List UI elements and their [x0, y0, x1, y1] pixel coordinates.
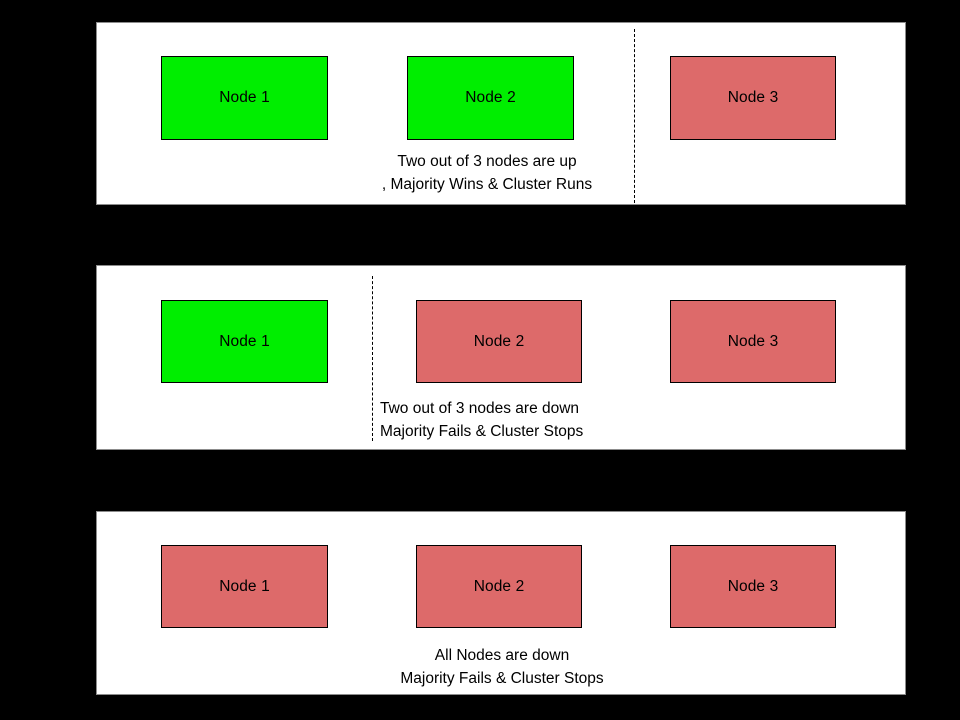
- caption-line-2: , Majority Wins & Cluster Runs: [381, 176, 593, 193]
- caption-line-1: Two out of 3 nodes are up: [397, 153, 577, 170]
- caption-line-1: Two out of 3 nodes are down: [380, 400, 580, 417]
- scenario-panel-two-down: Node 1 Node 2 Node 3 Two out of 3 nodes …: [96, 265, 906, 450]
- node-box-1[interactable]: Node 1: [161, 545, 328, 628]
- caption-line-2: Majority Fails & Cluster Stops: [400, 670, 604, 687]
- node-box-3[interactable]: Node 3: [670, 300, 836, 383]
- panel-caption: All Nodes are down Majority Fails & Clus…: [97, 644, 907, 690]
- panel-caption: Two out of 3 nodes are up , Majority Win…: [97, 150, 907, 196]
- caption-line-2: Majority Fails & Cluster Stops: [380, 423, 584, 440]
- quorum-divider-line: [634, 29, 635, 203]
- node-box-2[interactable]: Node 2: [416, 545, 582, 628]
- node-box-3[interactable]: Node 3: [670, 545, 836, 628]
- quorum-divider-line: [372, 276, 373, 441]
- scenario-panel-two-up: Node 1 Node 2 Node 3 Two out of 3 nodes …: [96, 22, 906, 205]
- node-box-1[interactable]: Node 1: [161, 300, 328, 383]
- node-box-1[interactable]: Node 1: [161, 56, 328, 140]
- node-box-2[interactable]: Node 2: [416, 300, 582, 383]
- scenario-panel-all-down: Node 1 Node 2 Node 3 All Nodes are down …: [96, 511, 906, 695]
- caption-line-1: All Nodes are down: [434, 647, 570, 664]
- node-box-3[interactable]: Node 3: [670, 56, 836, 140]
- node-box-2[interactable]: Node 2: [407, 56, 574, 140]
- panel-caption: Two out of 3 nodes are down Majority Fai…: [380, 397, 583, 443]
